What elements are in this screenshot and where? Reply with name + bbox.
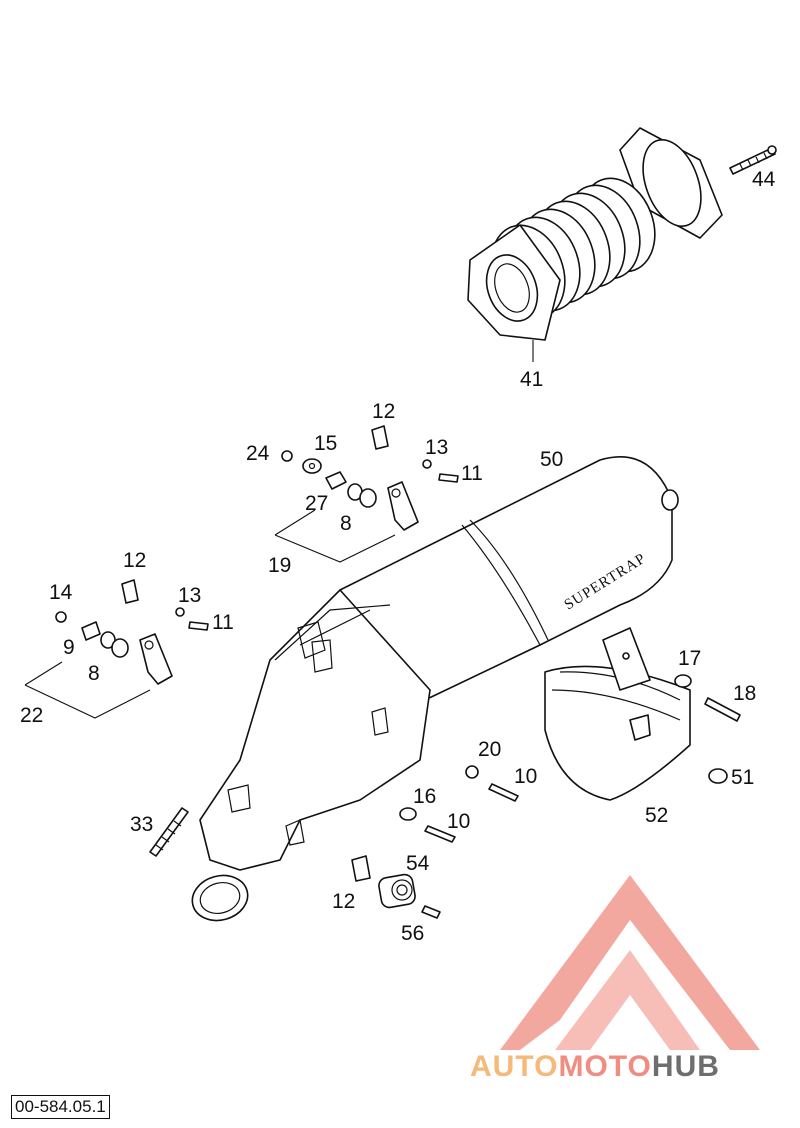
callout-20: 20 (478, 738, 501, 761)
callout-8-left: 8 (88, 662, 100, 685)
callout-15: 15 (314, 432, 337, 455)
callout-50: 50 (540, 448, 563, 471)
callout-8-top: 8 (340, 512, 352, 535)
callout-51: 51 (731, 766, 754, 789)
watermark-part-moto: MOTO (558, 1050, 651, 1083)
callout-17: 17 (678, 647, 701, 670)
callout-19: 19 (268, 554, 291, 577)
callout-14: 14 (49, 581, 73, 604)
watermark-part-auto: AUTO (470, 1050, 558, 1083)
callout-33: 33 (130, 813, 153, 836)
hardware-parts (55, 425, 741, 919)
callout-13-left: 13 (178, 584, 201, 607)
callout-41: 41 (520, 368, 543, 391)
callout-44: 44 (752, 168, 776, 191)
callout-11-top: 11 (461, 462, 483, 485)
bolt-44 (729, 145, 777, 175)
assembly-leaders (24, 509, 396, 719)
drawing-code-label: 00-584.05.1 (11, 1095, 110, 1119)
baffle-disc-pack-41 (467, 127, 723, 362)
callout-24: 24 (246, 442, 270, 465)
callout-16: 16 (413, 785, 436, 808)
callout-56: 56 (401, 922, 424, 945)
svg-text:AUTOMOTOHUB: AUTOMOTOHUB (470, 1050, 720, 1083)
watermark-logo-icon (500, 875, 760, 1050)
callout-52: 52 (645, 804, 668, 827)
callout-12-left: 12 (123, 549, 146, 572)
callout-labels: 44 41 12 24 15 13 11 50 27 8 19 12 14 13… (20, 168, 776, 945)
callout-11-left: 11 (212, 611, 234, 634)
watermark-text: AUTOMOTOHUB (470, 1050, 720, 1083)
callout-54: 54 (406, 852, 430, 875)
callout-22: 22 (20, 704, 43, 727)
watermark-part-hub: HUB (652, 1050, 720, 1083)
callout-10-lower: 10 (447, 810, 470, 833)
callout-9: 9 (63, 636, 75, 659)
callout-27: 27 (305, 492, 328, 515)
callout-18: 18 (733, 682, 756, 705)
callout-10-upper: 10 (514, 765, 537, 788)
callout-12-bottom: 12 (332, 890, 355, 913)
silencer-50: SUPERTRAP (191, 456, 679, 922)
clamp-band-52 (544, 627, 691, 801)
callout-13-top: 13 (425, 436, 448, 459)
callout-12-top: 12 (372, 400, 395, 423)
